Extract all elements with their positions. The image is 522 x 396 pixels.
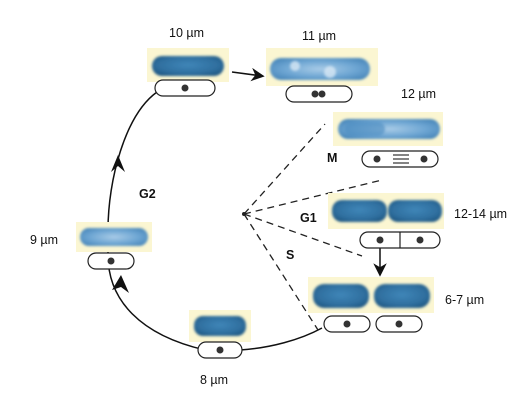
phase-g1: G1 [300, 211, 317, 225]
label-8um: 8 µm [200, 373, 228, 387]
nucleoid-icon [343, 320, 351, 328]
septum-lines-icon [393, 154, 409, 164]
nucleoid-icon [216, 346, 224, 354]
nucleoid-icon [416, 236, 424, 244]
nucleoid-icon [395, 320, 403, 328]
nucleoid-icon [376, 236, 384, 244]
nucleoid-icon [181, 84, 189, 92]
cell-11um [266, 48, 378, 103]
label-12um: 12 µm [401, 87, 436, 101]
phase-s: S [286, 248, 294, 262]
center-point [242, 212, 246, 216]
nucleoid-icon [318, 90, 326, 98]
label-9um: 9 µm [30, 233, 58, 247]
label-10um: 10 µm [169, 26, 204, 40]
cell-12um [333, 112, 443, 168]
label-6-7um: 6-7 µm [445, 293, 484, 307]
nucleoid-icon [373, 155, 381, 163]
cycle-arrow-left [112, 275, 129, 293]
phase-m: M [327, 151, 337, 165]
cycle-arc-bottom [239, 327, 323, 351]
transition-arrow-top [231, 67, 265, 82]
cell-8um [189, 310, 251, 359]
cell-12-14um [328, 193, 444, 249]
cell-9um [76, 222, 152, 270]
phase-g2: G2 [139, 187, 156, 201]
nucleoid-icon [420, 155, 428, 163]
nucleoid-icon [311, 90, 319, 98]
phase-boundaries [243, 123, 383, 331]
cycle-arrow-g2 [111, 155, 125, 172]
cell-6-7um [308, 277, 434, 333]
nucleoid-icon [107, 257, 115, 265]
label-12-14um: 12-14 µm [454, 207, 507, 221]
cell-10um [147, 48, 229, 97]
label-11um: 11 µm [302, 29, 336, 43]
